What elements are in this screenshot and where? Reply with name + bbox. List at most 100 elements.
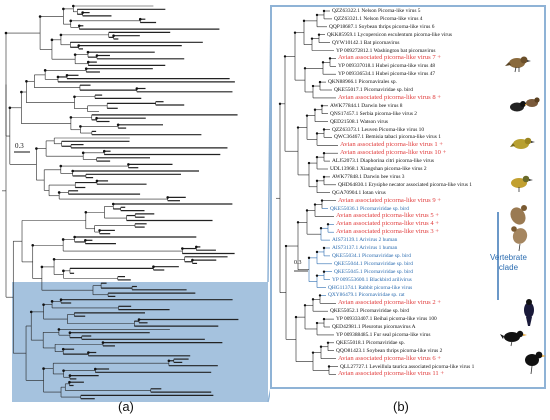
bird-icon-4: [511, 175, 533, 192]
node-dot: [322, 246, 326, 250]
node-dot: [322, 128, 326, 131]
taxon-label: QKE55036.1 Picornaviridae sp. bird: [330, 205, 409, 212]
node-dot: [294, 315, 298, 319]
node-dot: [293, 31, 297, 34]
taxon-label: Avian associated picorna-like virus 1 +: [340, 141, 444, 149]
taxon-label: QLL27727.1 Leveillula taurica associated…: [340, 363, 475, 370]
taxon-label: QKE55034.1 Picornaviridae sp. bird: [332, 252, 411, 259]
node-dot: [284, 244, 288, 248]
taxon-label: ALJ52073.1 Diaphorina citri picorna-like…: [332, 158, 434, 165]
taxon-label: AIS73137.1 Arivirus 1 human: [332, 245, 398, 251]
node-dot: [328, 57, 332, 60]
node-dot: [320, 199, 324, 202]
node-dot: [283, 55, 287, 58]
node-dot: [303, 67, 307, 70]
vertebrate-clade-label: Vertebrate clade: [490, 253, 527, 273]
taxon-label: QKE55018.1 Picornaviridae sp.: [336, 339, 405, 346]
taxon-label: QED21508.1 Watson virus: [330, 118, 389, 125]
panel-label-a: (a): [118, 399, 134, 414]
node-dot: [322, 270, 326, 273]
node-dot: [303, 304, 307, 307]
taxon-label: YP 009553600.1 Blackbird arilivirus: [332, 276, 412, 283]
overview-tree: 0.3: [2, 4, 270, 403]
taxon-label: QQP18687.1 Soybean thrips picorna-like v…: [329, 23, 435, 30]
node-dot: [318, 294, 322, 297]
node-dot: [327, 365, 331, 368]
node-dot: [315, 132, 319, 135]
taxon-label: QHG11374.1 Rabbit picorna-like virus: [328, 284, 413, 291]
zoomed-tree-branches: [276, 9, 499, 375]
taxon-label: Avian associated picorna-like virus 5 +: [336, 212, 440, 220]
taxon-label: YP 009272812.1 Washington bat picornavir…: [336, 47, 436, 54]
overview-node-dots: [4, 4, 198, 384]
bird-icon-2: [510, 97, 540, 112]
bird-icon-3: [510, 137, 535, 149]
node-dot: [315, 155, 319, 159]
node-dot: [315, 250, 319, 254]
overview-tree-branches: [2, 5, 239, 400]
node-dot: [322, 9, 326, 13]
node-dot: [317, 33, 321, 36]
taxon-label: UDL13968.1 Xiangshan picorna-like virus …: [330, 166, 427, 172]
node-dot: [311, 84, 315, 88]
taxon-label: QKN88966.1 Picornavirales sp.: [328, 79, 397, 86]
taxon-label: QKE55045.1 Picornaviridae sp. bird: [334, 268, 413, 275]
node-dot: [313, 108, 317, 111]
taxon-label: Avian associated picorna-like virus 9 +: [338, 196, 442, 204]
taxon-label: Avian associated picorna-like virus 4 +: [336, 220, 440, 228]
taxon-label: QKE55052.1 Picornaviridae sp. bird: [330, 308, 409, 315]
zoom-connector-top: [267, 28, 270, 283]
taxon-label: QKK85959.1 Lycopersicon esculentum picor…: [327, 31, 453, 38]
taxon-label: YP 009388485.1 Fur seal picorna-like vir…: [336, 331, 431, 338]
node-dot: [296, 126, 300, 129]
node-dot: [315, 13, 319, 17]
node-dot: [326, 341, 330, 344]
scale-bar-a-label: 0.3: [15, 142, 24, 150]
taxon-label: QED42981.1 Pleurotus picornavirus A: [332, 324, 416, 330]
taxon-label: QNS17457.1 Serbia picorna-like virus 2: [330, 110, 417, 117]
node-dot: [296, 221, 300, 224]
taxon-label: YP 009337018.1 Hubei picorna-like virus …: [338, 63, 436, 70]
bird-icon-6: [524, 299, 534, 326]
node-dot: [307, 161, 311, 165]
node-dot: [315, 179, 319, 183]
node-dot: [305, 114, 309, 117]
taxon-label: QKE55017.1 Picornaviridae sp. bird: [334, 87, 413, 93]
taxon-label: AWK77844.1 Darwin bee virus 8: [330, 102, 403, 109]
node-dot: [311, 351, 315, 354]
taxon-label: Avian associated picorna-like virus 2 +: [338, 299, 442, 307]
bird-icon-7: [500, 330, 527, 347]
clade-label-line-1: Vertebrate: [490, 253, 527, 262]
taxon-label: Avian associated picorna-like virus 11 +: [338, 370, 445, 378]
taxon-label: Avian associated picorna-like virus 7 +: [338, 54, 442, 62]
node-dot: [305, 209, 309, 212]
taxon-label: Avian associated picorna-like virus 8 +: [338, 93, 442, 101]
node-dot: [315, 321, 319, 325]
taxon-label: YP 009336534.1 Hubei picorna-like virus …: [338, 71, 436, 78]
node-dot: [318, 80, 322, 84]
clade-label-line-2: clade: [498, 263, 519, 272]
node-dot: [322, 317, 326, 321]
bird-icon-8: [525, 351, 546, 375]
taxon-label: Avian associated picorna-like virus 10 +: [340, 149, 447, 157]
node-dot: [319, 227, 323, 230]
taxon-label: AWK77848.1 Darwin bee virus 3: [332, 173, 405, 180]
node-dot: [321, 61, 325, 64]
taxon-label: YP 009333407.1 Beihai picorna-like virus…: [336, 316, 437, 323]
node-dot: [319, 345, 323, 348]
bird-icon-1: [505, 56, 531, 73]
node-dot: [326, 223, 330, 226]
taxon-label: AIS73139.1 Arivirus 2 human: [332, 237, 398, 244]
taxon-label: Avian associated picorna-like virus 3 +: [336, 228, 440, 236]
scale-bar-b-label: 0.3: [294, 260, 302, 266]
node-dot: [310, 37, 314, 40]
panel-label-b: (b): [393, 399, 409, 414]
bird-icon-5: [510, 205, 528, 252]
taxon-label: QXY86479.1 Picornaviridae sp. rat: [328, 292, 405, 299]
node-dot: [302, 19, 306, 23]
node-dot: [315, 274, 319, 277]
taxon-label: QZZ63322.1 Nelson Picorna-like virus 5: [332, 8, 421, 14]
node-dot: [278, 102, 282, 106]
taxon-label: QQO81423.1 Soybean thrips picorna-like v…: [336, 347, 443, 354]
